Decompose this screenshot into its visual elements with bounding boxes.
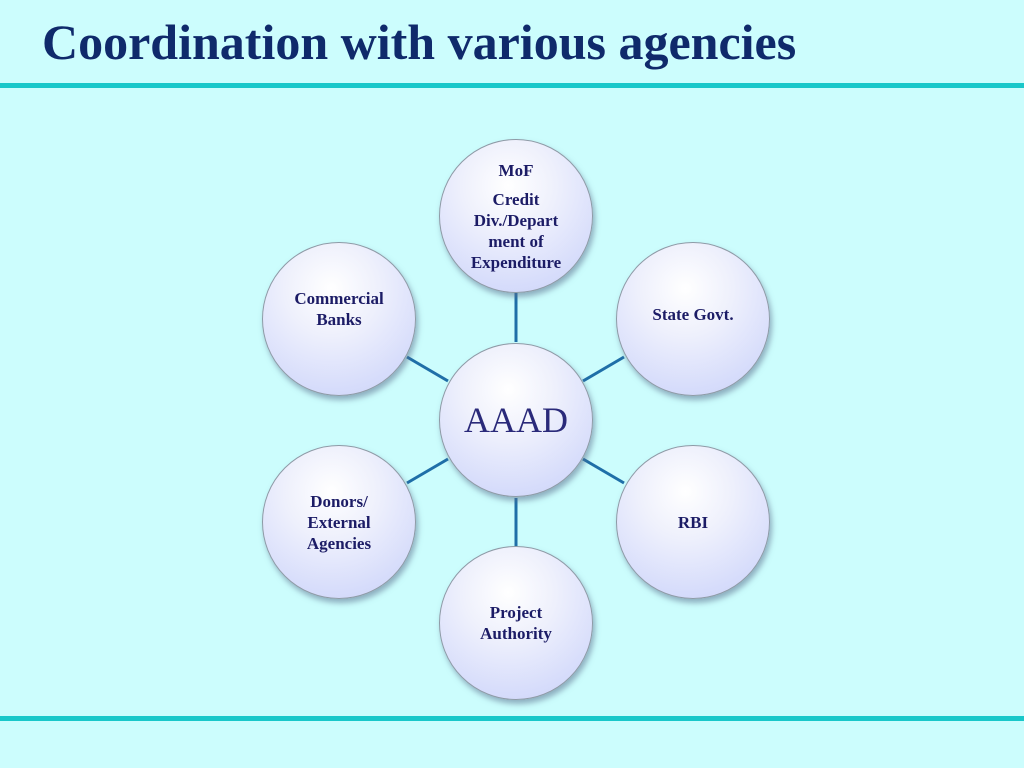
connector-lower-left xyxy=(406,457,449,485)
node-commercial-banks-line: Commercial xyxy=(294,289,384,308)
node-mof: MoF Credit Div./Depart ment of Expenditu… xyxy=(439,139,593,293)
node-project-authority: Project Authority xyxy=(439,546,593,700)
node-mof-line: Div./Depart xyxy=(473,210,559,230)
node-donors-line: Donors/ xyxy=(310,491,368,511)
node-donors-external-agencies: Donors/ External Agencies xyxy=(262,445,416,599)
node-mof-head: MoF xyxy=(498,160,534,180)
node-rbi-label: RBI xyxy=(677,512,709,532)
node-project-authority-line: Project xyxy=(489,603,543,622)
bottom-divider xyxy=(0,716,1024,721)
node-center-aaad: AAAD xyxy=(439,343,593,497)
top-divider xyxy=(0,83,1024,88)
connector-lower-right xyxy=(582,457,625,485)
node-center-label: AAAD xyxy=(464,400,568,440)
node-mof-line: Expenditure xyxy=(470,252,562,272)
node-state-govt: State Govt. xyxy=(616,242,770,396)
slide-title: Coordination with various agencies xyxy=(42,14,797,70)
node-project-authority-line: Authority xyxy=(480,624,552,643)
node-mof-line: Credit xyxy=(492,189,540,209)
node-donors-line: Agencies xyxy=(306,533,372,553)
node-rbi: RBI xyxy=(616,445,770,599)
node-state-govt-label: State Govt. xyxy=(652,304,734,324)
node-donors-line: External xyxy=(307,512,371,532)
node-mof-line: ment of xyxy=(488,231,544,251)
connector-upper-right xyxy=(582,355,625,383)
node-commercial-banks-line: Banks xyxy=(316,310,362,329)
node-commercial-banks: Commercial Banks xyxy=(262,242,416,396)
connector-upper-left xyxy=(406,355,449,383)
